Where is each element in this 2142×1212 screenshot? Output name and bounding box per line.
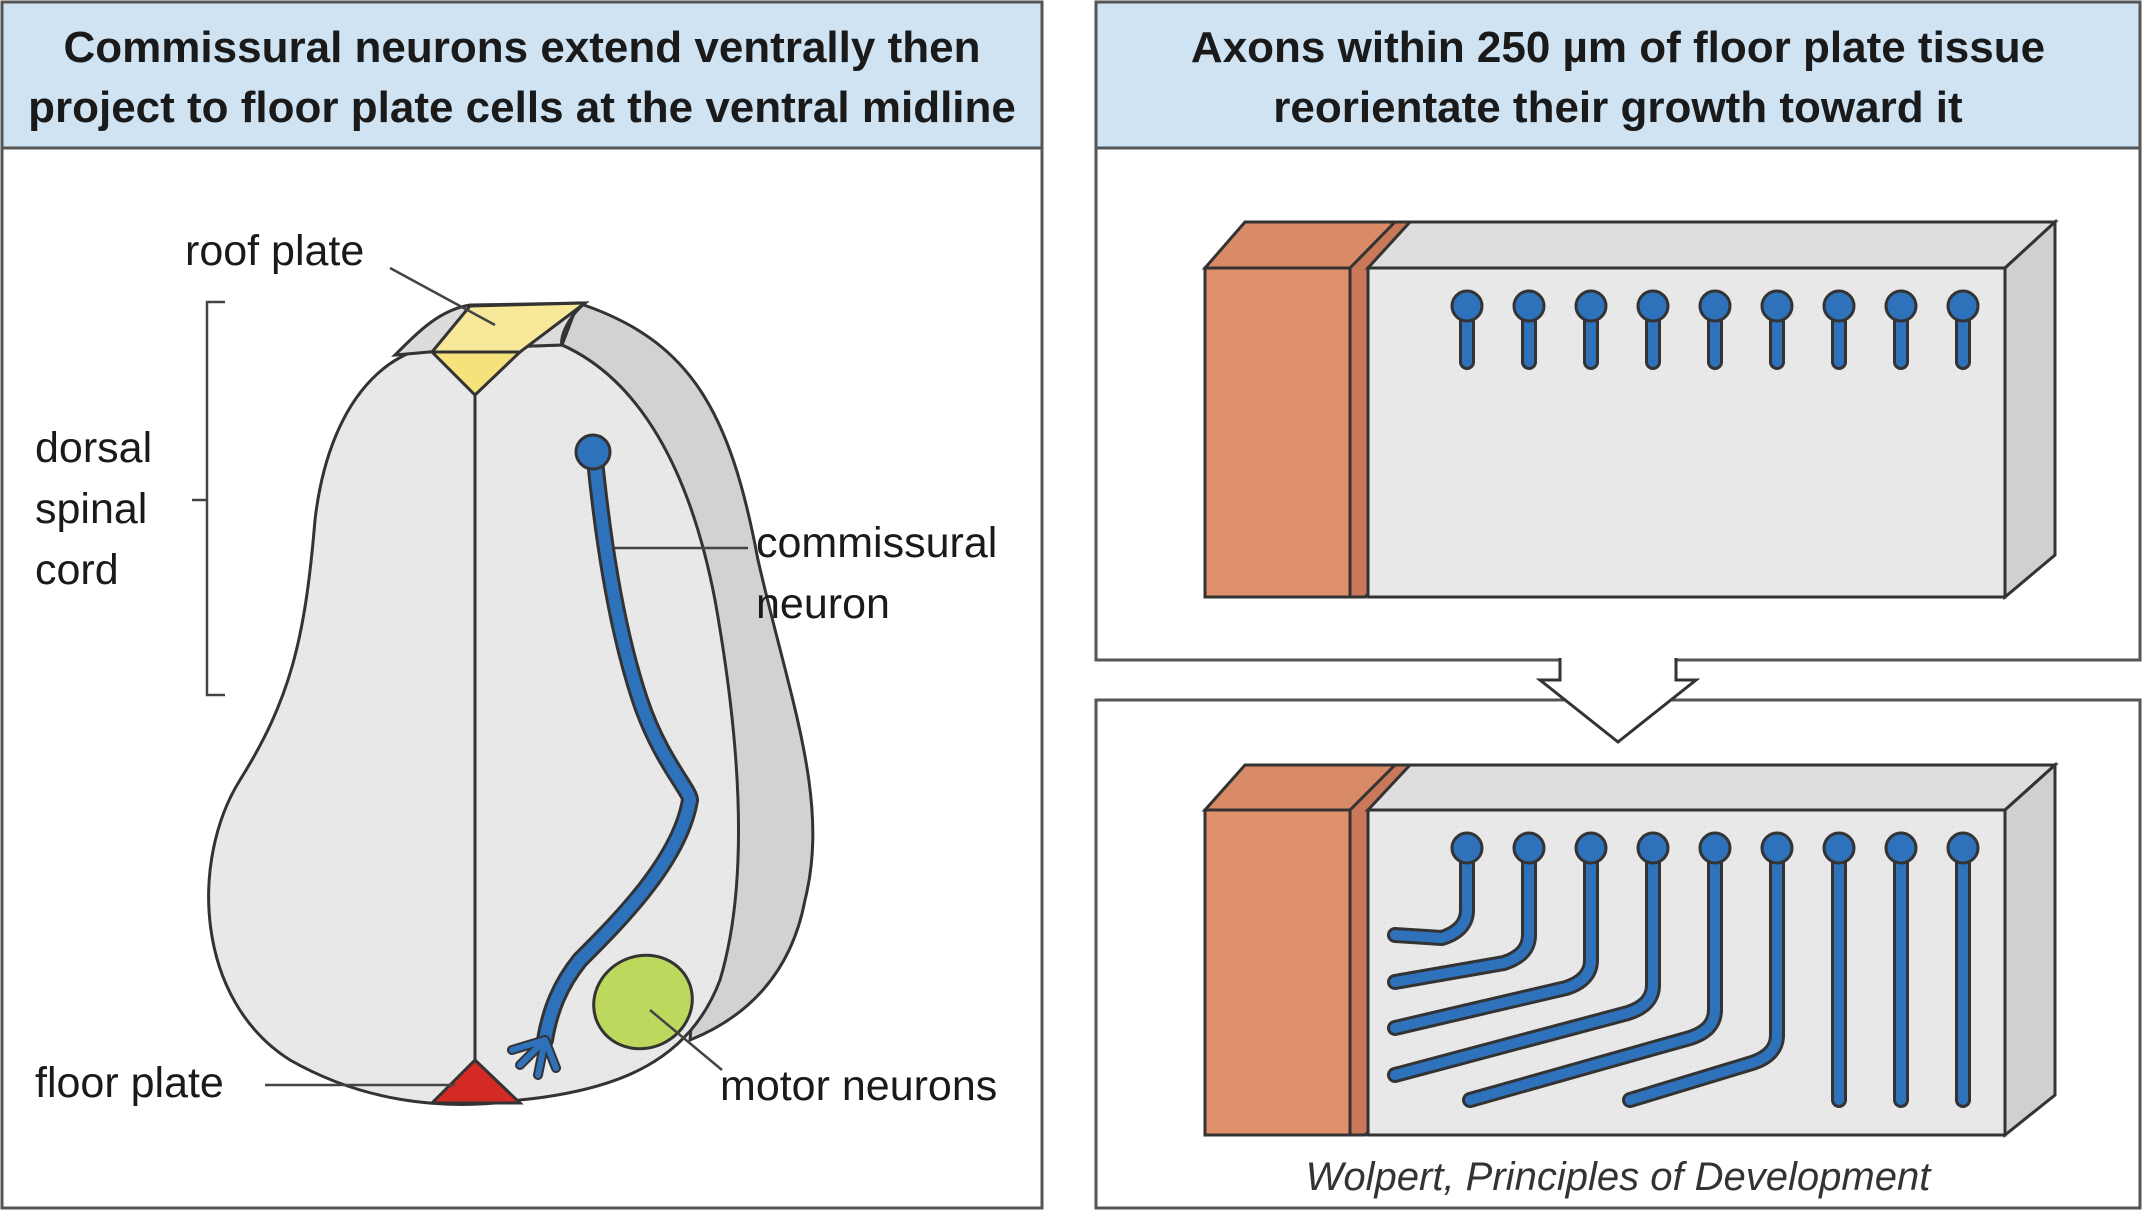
axon-turning-5	[1462, 831, 1732, 1108]
axon-straight-3	[1574, 289, 1608, 370]
axon-straight-1	[1450, 289, 1484, 370]
floor-plate-label: floor plate	[35, 1059, 224, 1107]
axon-straight-2	[1512, 289, 1546, 370]
axons-before-group	[1450, 289, 1980, 370]
floor-plate-region	[428, 1057, 524, 1105]
axon-straight-5	[1698, 289, 1732, 370]
axon-turning-1	[1387, 831, 1484, 946]
axon-straight-4	[1636, 289, 1670, 370]
axon-straight-9	[1946, 289, 1980, 370]
motor-neurons-label: motor neurons	[720, 1062, 997, 1110]
right-title-line1: Axons within 250 µm of floor plate tissu…	[1191, 23, 2045, 72]
spinal-cord-diagram	[192, 266, 815, 1106]
roof-plate-label: roof plate	[185, 227, 364, 275]
explant-after	[1201, 761, 2059, 1139]
axon-turning-4	[1387, 831, 1670, 1083]
dorsal-label-line1: dorsal	[35, 424, 152, 472]
commissural-neuron	[507, 433, 700, 1080]
source-caption: Wolpert, Principles of Development	[1306, 1155, 1933, 1199]
axon-straight-after-9	[1946, 831, 1980, 1108]
commissural-label-line1: commissural	[756, 519, 997, 567]
left-panel-header	[0, 0, 1044, 150]
right-title-line2: reorientate their growth toward it	[1273, 83, 1963, 132]
arrow-gap-mask	[1562, 655, 1674, 663]
axon-straight-after-7	[1822, 831, 1856, 1108]
axon-straight-after-8	[1884, 831, 1918, 1108]
tissue-block-side	[2003, 218, 2057, 601]
down-arrow-icon	[1535, 658, 1701, 744]
dorsal-label-line2: spinal	[35, 485, 147, 533]
right-panel: Axons within 250 µm of floor plate tissu…	[1094, 0, 2142, 1210]
axons-after-group	[1387, 831, 1980, 1108]
left-panel: Commissural neurons extend ventrally the…	[0, 0, 1044, 1210]
tissue-block-top-after	[1364, 763, 2059, 812]
floor-plate-block-front-after	[1203, 808, 1352, 1137]
axon-straight-6	[1760, 289, 1794, 370]
tissue-block-top	[1364, 220, 2059, 270]
floor-plate-block-front	[1203, 266, 1352, 599]
axon-turning-2	[1387, 831, 1546, 990]
left-title-line2: project to floor plate cells at the vent…	[28, 83, 1016, 132]
dorsal-label-line3: cord	[35, 546, 119, 594]
roof-plate-leader	[389, 266, 496, 327]
dorsal-bracket	[192, 300, 225, 697]
motor-neurons-leader	[649, 1009, 723, 1071]
axon-turning-3	[1387, 831, 1608, 1036]
right-panel-header	[1094, 0, 2142, 150]
tissue-block-side-after	[2003, 761, 2057, 1139]
axon-straight-7	[1822, 289, 1856, 370]
commissural-label-line2: neuron	[756, 580, 890, 628]
roof-plate-top	[428, 301, 590, 354]
axon-straight-8	[1884, 289, 1918, 370]
explant-before	[1201, 218, 2059, 601]
axon-turning-6	[1622, 831, 1794, 1108]
left-title-line1: Commissural neurons extend ventrally the…	[64, 23, 981, 72]
